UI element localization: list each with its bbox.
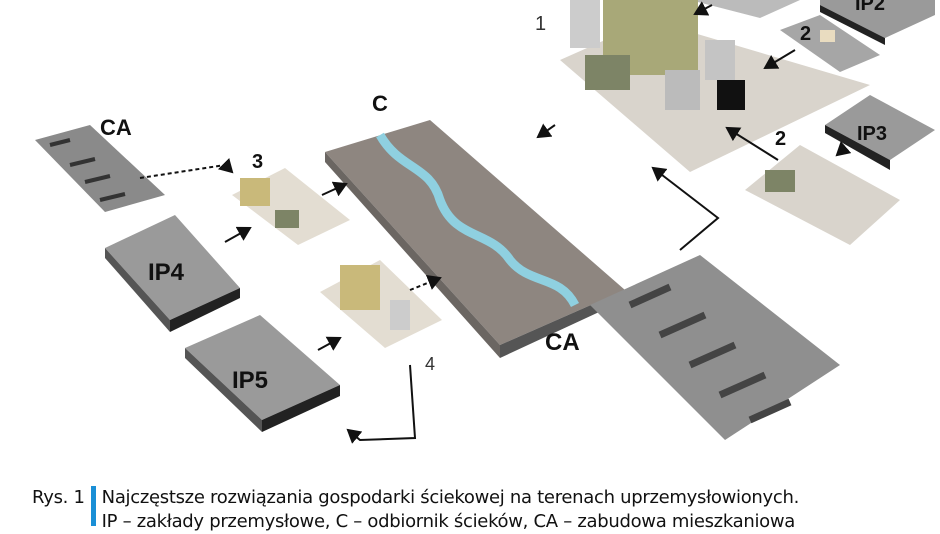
residential-area-right [590, 255, 840, 440]
residential-area-left [35, 125, 165, 212]
receiver-river-plate [325, 120, 625, 358]
figure-caption: Rys. 1 Najczęstsze rozwiązania gospodarki… [32, 486, 799, 534]
label-ip3: IP3 [857, 123, 887, 145]
pretreatment-plant-2-upper [780, 15, 880, 72]
arrow-2-to-1 [763, 49, 796, 70]
industrial-plant-ip3-block [825, 95, 935, 170]
arrow-2lower-to-1 [725, 126, 779, 161]
arrow-top-to-1 [693, 1, 713, 16]
label-c: C [372, 91, 388, 116]
label-plant-2-lower: 2 [775, 128, 786, 150]
label-ip4: IP4 [148, 259, 185, 286]
label-ip2: IP2 [855, 0, 885, 15]
river [376, 132, 580, 308]
arrow-3-to-c [321, 181, 348, 197]
arrow-1-to-c [536, 123, 556, 139]
label-plant-2-upper: 2 [800, 23, 811, 45]
label-plant-3: 3 [252, 151, 263, 173]
label-ip5: IP5 [232, 367, 268, 394]
wastewater-diagram: IP2 IP3 IP4 IP5 C CA CA 1 2 2 3 4 [35, 0, 935, 444]
arrow-ip4-to-3 [224, 226, 252, 243]
label-ca-right: CA [545, 329, 580, 356]
arrow-4-to-ip5 [346, 364, 417, 444]
industrial-plant-ip2-block [690, 0, 935, 45]
treatment-plant-3 [232, 168, 350, 245]
arrow-4-to-c [409, 275, 442, 291]
label-plant-4: 4 [425, 354, 435, 374]
caption-prefix: Rys. 1 [32, 487, 85, 508]
arrow-ca-to-3 [139, 157, 234, 179]
arrow-ip3-to-2 [835, 141, 852, 157]
caption-accent-bar [90, 486, 96, 526]
industrial-plant-ip5-block [185, 315, 340, 432]
industrial-plant-ip4-block [105, 215, 240, 332]
arrow-ip5-to-4 [317, 336, 342, 351]
pretreatment-plant-2-lower [745, 145, 900, 245]
caption-line-2: IP – zakłady przemysłowe, C – odbiornik … [101, 511, 796, 532]
label-ca-left: CA [100, 115, 132, 140]
label-plant-1: 1 [535, 13, 546, 35]
caption-line-1: Najczęstsze rozwiązania gospodarki ściek… [101, 487, 800, 508]
arrow-ca-to-1 [651, 166, 720, 251]
central-treatment-plant-1 [560, 0, 870, 172]
treatment-plant-4 [320, 260, 442, 348]
